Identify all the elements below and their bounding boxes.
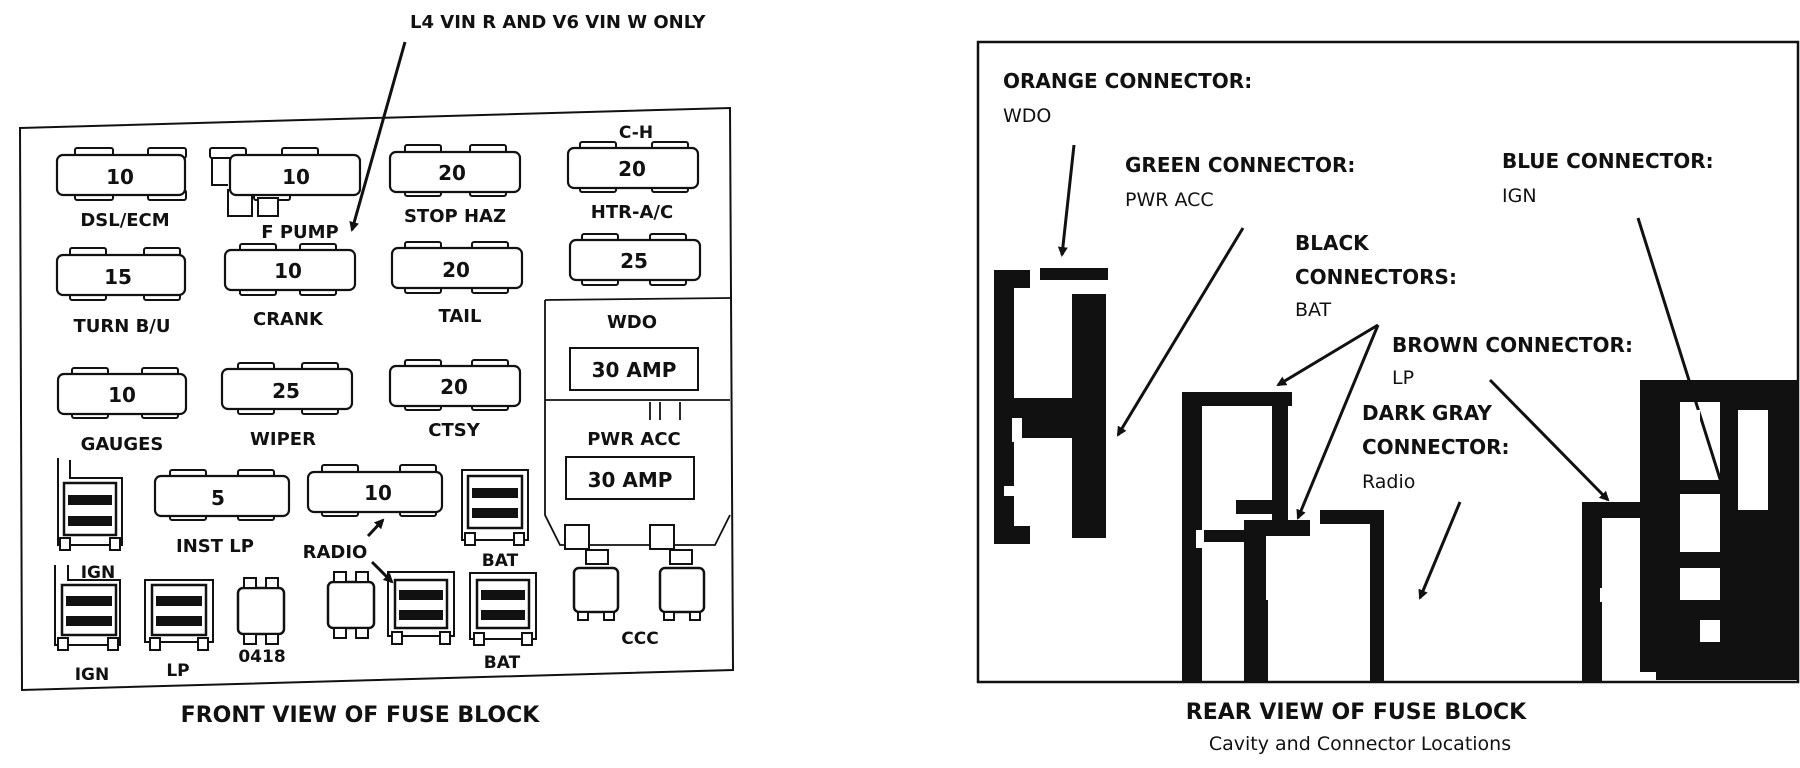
relay-ign-lower: [54, 565, 121, 651]
connector-circuit: WDO: [1003, 105, 1051, 127]
fuse-label: CRANK: [253, 309, 324, 330]
connector-title: BROWN CONNECTOR:: [1392, 333, 1633, 357]
connector-circuit: LP: [1392, 367, 1414, 389]
fuse-ctsy: 20: [388, 359, 522, 411]
relay-ign-upper: [57, 458, 123, 551]
radio-arrow: [366, 518, 385, 538]
cavity-middle: [1182, 392, 1384, 682]
rear-frame: [976, 40, 1800, 684]
breaker-pwr-acc: [565, 456, 695, 500]
fuse-value: 10: [108, 383, 136, 407]
arrow-green: [1116, 227, 1245, 437]
fuse-crank: 10: [223, 243, 357, 296]
fuse-label: HTR-A/C: [591, 202, 673, 223]
breaker-value: 30 AMP: [592, 358, 677, 382]
fuse-label: INST LP: [176, 536, 254, 557]
connector-circuit: Radio: [1362, 471, 1415, 493]
connector-circuit: BAT: [1295, 299, 1332, 321]
front-caption: FRONT VIEW OF FUSE BLOCK: [181, 703, 541, 728]
relay-label: BAT: [484, 653, 521, 673]
fuse-value: 15: [104, 265, 132, 289]
relay-radio-adjacent: [387, 571, 455, 645]
relay-bat-lower: [469, 572, 537, 646]
fuse-f-pump: 10: [209, 147, 362, 217]
fuse-value: 20: [442, 258, 470, 282]
fuse-top-label: C-H: [619, 123, 653, 143]
fuse-value: 20: [618, 157, 646, 181]
breaker-partitions: [544, 297, 731, 546]
fuse-label: WIPER: [250, 429, 316, 450]
cavity-right: [1582, 380, 1798, 682]
connector-title-line1: DARK GRAY: [1362, 401, 1492, 425]
front-view: L4 VIN R AND V6 VIN W ONLY 10 DSL/ECM 10: [18, 12, 735, 728]
relay-ccc-left: [572, 549, 620, 621]
arrow-black-2: [1296, 324, 1380, 520]
breaker-wdo: [569, 347, 699, 391]
fuse-label: STOP HAZ: [404, 206, 506, 227]
fuse-turn-bu: 15: [55, 247, 187, 301]
fuse-gauges: 10: [56, 367, 188, 419]
breaker-label: WDO: [607, 312, 657, 333]
relay-label: CCC: [621, 629, 658, 649]
fuse-label: TAIL: [439, 306, 482, 327]
fuse-label: RADIO: [303, 542, 368, 563]
relay-ccc-right: [658, 549, 706, 621]
relay-label: IGN: [75, 665, 110, 685]
connector-title-line2: CONNECTORS:: [1295, 265, 1457, 289]
breaker-label: PWR ACC: [587, 429, 681, 450]
connector-title: ORANGE CONNECTOR:: [1003, 69, 1252, 93]
fuse-label: CTSY: [428, 420, 480, 441]
fuse-value: 25: [620, 249, 648, 273]
rear-view: ORANGE CONNECTOR: WDO GREEN CONNECTOR: P…: [976, 40, 1800, 755]
fuse-stop-haz: 20: [388, 144, 522, 197]
relay-label: LP: [166, 661, 189, 681]
fuse-tail: 20: [390, 241, 524, 294]
fuse-radio: 10: [306, 464, 444, 517]
relay-arrow: [370, 560, 394, 584]
rear-subcaption: Cavity and Connector Locations: [1209, 733, 1511, 755]
note-arrow: [349, 41, 407, 232]
relay-lp: [144, 579, 214, 651]
rear-caption: REAR VIEW OF FUSE BLOCK: [1186, 700, 1527, 725]
fuse-value: 5: [211, 486, 225, 510]
relay-code: 0418: [238, 647, 285, 667]
fuse-label: TURN B/U: [74, 316, 171, 337]
relay-bat-upper: [461, 469, 529, 546]
relay-label: BAT: [482, 551, 519, 571]
arrow-orange: [1057, 144, 1076, 257]
arrow-dark-gray: [1418, 501, 1462, 600]
arrow-brown: [1488, 378, 1610, 502]
fuse-label: DSL/ECM: [80, 210, 169, 231]
fuse-inst-lp: 5: [153, 469, 291, 521]
fuse-value: 10: [274, 259, 302, 283]
breaker-value: 30 AMP: [588, 468, 673, 492]
connector-title-line2: CONNECTOR:: [1362, 435, 1510, 459]
relay-label: IGN: [81, 563, 116, 583]
connector-title: GREEN CONNECTOR:: [1125, 153, 1355, 177]
connector-circuit: IGN: [1502, 185, 1537, 207]
fuse-block-outline: [18, 106, 735, 692]
fuse-value: 25: [272, 379, 300, 403]
fuse-wiper: 25: [220, 362, 354, 415]
cavity-left: [994, 268, 1108, 544]
relay-0418: [236, 577, 286, 645]
connector-title-line1: BLACK: [1295, 231, 1370, 255]
fuse-wdo: 25: [568, 233, 702, 286]
fuse-value: 10: [364, 481, 392, 505]
fuse-htr-ac: 20: [566, 141, 700, 193]
fuse-value: 20: [440, 375, 468, 399]
fuse-label: GAUGES: [81, 434, 164, 455]
relay-unlabeled: [326, 571, 376, 639]
connector-title: BLUE CONNECTOR:: [1502, 149, 1714, 173]
connector-circuit: PWR ACC: [1125, 189, 1214, 211]
fuse-label: F PUMP: [261, 222, 338, 243]
arrow-black-1: [1276, 323, 1379, 387]
front-note: L4 VIN R AND V6 VIN W ONLY: [410, 12, 706, 33]
fuse-value: 10: [282, 165, 310, 189]
fuse-value: 20: [438, 161, 466, 185]
fuse-value: 10: [106, 165, 134, 189]
fuse-dsl-ecm: 10: [55, 147, 187, 201]
